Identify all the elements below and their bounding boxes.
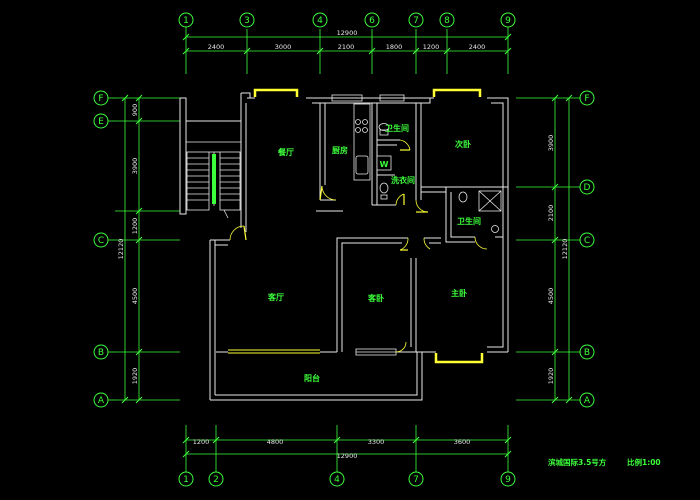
left-dim-2: 3900: [131, 158, 139, 175]
windows: [253, 88, 484, 364]
small-windows: [331, 94, 405, 356]
left-dim-1: 900: [131, 104, 139, 116]
grid-label-right-B: B: [584, 348, 590, 358]
top-dim-3: 2100: [338, 43, 355, 51]
bottom-dim-3: 3300: [368, 438, 385, 446]
grid-label-bottom-9: 9: [505, 475, 511, 485]
left-dim-5: 1920: [131, 368, 139, 385]
kitchen-counter: [353, 103, 371, 181]
top-dim-2: 3000: [275, 43, 292, 51]
shower-icon: [458, 190, 502, 233]
room-label-living: 客厅: [267, 292, 284, 302]
grid-label-top-9: 9: [505, 16, 511, 26]
grid-label-top-7: 7: [413, 16, 419, 26]
left-dim-3: 1200: [131, 218, 139, 235]
drawing-scale: 比例1:00: [627, 457, 661, 467]
grid-label-left-C: C: [98, 236, 104, 246]
bottom-dim-1: 1200: [193, 438, 210, 446]
doors: [229, 139, 488, 353]
grid-label-bottom-1: 1: [183, 475, 189, 485]
right-dim-2: 2100: [547, 205, 555, 222]
right-total-dim: 12120: [561, 239, 569, 260]
grid-bubble-top-7: [408, 12, 424, 28]
grid-bubble-right-C: [579, 232, 595, 248]
washing-machine-icon: [376, 155, 392, 171]
top-dim-1: 2400: [208, 43, 225, 51]
room-label-laundry: 洗衣间: [391, 175, 415, 185]
grid-bubble-right-D: [579, 179, 595, 195]
sliding-door-living: [228, 349, 320, 354]
grid-bubble-top-8: [439, 12, 455, 28]
grid-label-bottom-4: 4: [334, 475, 340, 485]
grid-bubble-right-F: [579, 90, 595, 106]
bottom-dim-2: 4800: [267, 438, 284, 446]
right-dim-3: 4500: [547, 288, 555, 305]
grid-bubble-right-B: [579, 344, 595, 360]
staircase: [186, 141, 241, 211]
grid-bubble-right-A: [579, 392, 595, 408]
right-ticks: [551, 94, 573, 404]
drawing-title: 滨城国际3.5号方: [548, 457, 607, 467]
right-dimension-chain: [516, 97, 580, 401]
grid-label-right-C: C: [584, 236, 590, 246]
bottom-dimension-chain: [185, 425, 509, 462]
grid-label-top-6: 6: [369, 16, 375, 26]
bubble-leaders: [108, 27, 509, 472]
toilet-icon: [378, 123, 390, 200]
left-total-dim: 12120: [117, 239, 125, 260]
grid-label-bottom-2: 2: [213, 475, 219, 485]
washing-machine-label: W: [380, 160, 389, 169]
room-label-bedroom: 次卧: [455, 139, 471, 149]
top-dim-4: 1800: [386, 43, 403, 51]
bottom-ticks: [182, 436, 512, 458]
grid-label-right-D: D: [584, 183, 591, 193]
grid-label-top-3: 3: [244, 16, 250, 26]
room-label-bath-right: 卫生间: [457, 216, 481, 226]
grid-label-top-1: 1: [183, 16, 189, 26]
stair-direction-arrow-icon: [212, 154, 229, 219]
grid-bubble-top-4: [312, 12, 328, 28]
top-dim-6: 2400: [469, 43, 486, 51]
grid-label-top-4: 4: [317, 16, 323, 26]
grid-label-right-A: A: [584, 396, 591, 406]
exterior-walls: [179, 92, 509, 401]
grid-bubble-top-3: [239, 12, 255, 28]
room-label-master: 主卧: [451, 288, 467, 298]
right-dim-4: 1920: [547, 368, 555, 385]
right-dim-1: 3900: [547, 135, 555, 152]
grid-label-right-F: F: [584, 94, 589, 104]
room-label-balcony: 阳台: [304, 373, 320, 383]
grid-label-left-A: A: [98, 396, 105, 406]
top-dim-5: 1200: [423, 43, 440, 51]
grid-label-left-F: F: [98, 94, 103, 104]
left-dimension-chain: [115, 97, 180, 401]
door-leaves: [243, 149, 428, 251]
grid-label-bottom-7: 7: [413, 475, 419, 485]
room-label-bath-top: 卫生间: [385, 123, 409, 133]
top-total-dim: 12900: [337, 29, 358, 37]
grid-label-left-B: B: [98, 348, 104, 358]
bottom-dim-4: 3600: [454, 438, 471, 446]
grid-label-top-8: 8: [444, 16, 450, 26]
room-label-dining: 餐厅: [277, 147, 294, 157]
room-label-guest: 客卧: [367, 293, 384, 303]
grid-label-left-E: E: [98, 117, 104, 127]
grid-bubble-top-6: [364, 12, 380, 28]
top-ticks: [182, 33, 512, 55]
left-ticks: [121, 94, 143, 404]
bottom-total-dim: 12900: [337, 452, 358, 460]
left-dim-4: 4500: [131, 288, 139, 305]
room-label-kitchen: 厨房: [332, 145, 348, 155]
